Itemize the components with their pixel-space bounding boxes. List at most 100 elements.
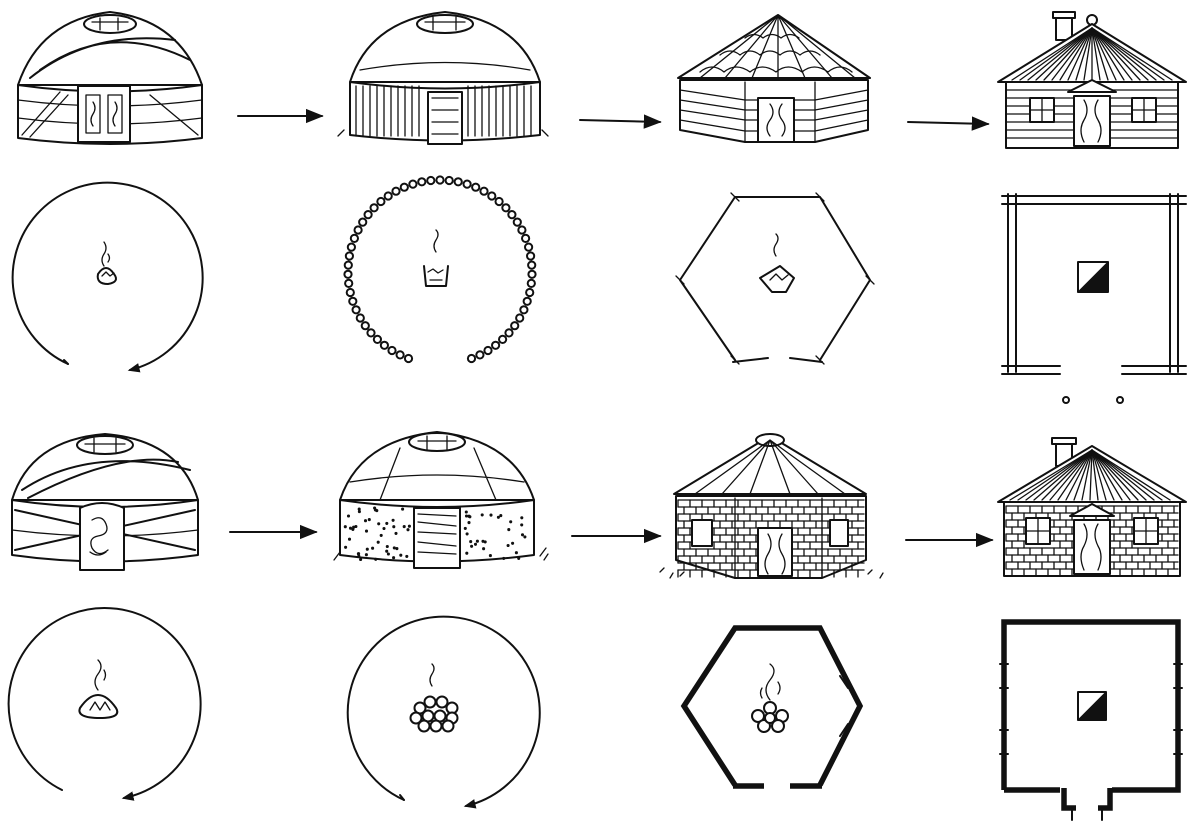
wall-bead [345, 262, 352, 269]
wall-bead [472, 184, 479, 191]
mud-texture [388, 553, 390, 555]
wall-bead [518, 226, 525, 233]
mud-texture [380, 535, 382, 537]
plan-circle-open-stone-hearth [348, 617, 540, 806]
mud-texture [355, 526, 357, 528]
wall-bead [499, 336, 506, 343]
mud-texture [358, 555, 360, 557]
wall-bead [365, 211, 372, 218]
mud-texture [477, 540, 479, 542]
wall-bead [345, 280, 352, 287]
mud-texture [358, 553, 360, 555]
hearth-stone [419, 721, 430, 732]
yurt-mud-wall-drawing [334, 432, 548, 568]
mud-texture [406, 556, 408, 558]
hearth-stone [425, 697, 436, 708]
mud-texture [522, 534, 524, 536]
hearth-stone [443, 721, 454, 732]
mud-texture [507, 545, 509, 547]
wall-bead [511, 322, 518, 329]
hearth-stone [437, 697, 448, 708]
wall-bead [348, 244, 355, 251]
mud-texture [375, 558, 377, 560]
mud-texture [353, 526, 355, 528]
wall-bead [528, 262, 535, 269]
mud-texture [516, 552, 518, 554]
hearth-stone [431, 721, 442, 732]
mud-texture [483, 548, 485, 550]
mud-texture [372, 547, 374, 549]
mud-texture [465, 511, 467, 513]
wall-bead [522, 235, 529, 242]
mud-texture [360, 559, 362, 561]
mud-texture [403, 526, 405, 528]
mud-texture [482, 540, 484, 542]
wall-bead [468, 355, 475, 362]
mud-texture [484, 541, 486, 543]
mud-texture [498, 516, 500, 518]
mud-texture [348, 515, 350, 517]
mud-texture [407, 529, 409, 531]
wall-bead [496, 198, 503, 205]
wall-bead [514, 219, 521, 226]
hexagonal-brick-house-drawing [660, 434, 883, 578]
plan-hexagon-log-open [676, 193, 874, 364]
wall-bead [367, 329, 374, 336]
plan-square-log [1002, 194, 1186, 403]
mud-texture [345, 546, 347, 548]
plan-circle-open [9, 608, 201, 798]
mud-texture [366, 548, 368, 550]
mud-texture [490, 514, 492, 516]
plan-circle-open [13, 183, 203, 370]
mud-texture [409, 525, 411, 527]
wall-bead [455, 178, 462, 185]
plan-circle-beaded-open [344, 176, 535, 362]
wall-bead [392, 188, 399, 195]
mud-texture [366, 530, 368, 532]
mud-texture [392, 519, 394, 521]
mud-texture [365, 520, 367, 522]
wall-bead [488, 192, 495, 199]
mud-texture [510, 521, 512, 523]
arrow-right-icon [908, 122, 988, 124]
mud-texture [378, 523, 380, 525]
mud-texture [466, 533, 468, 535]
wall-bead [357, 314, 364, 321]
wall-bead [351, 235, 358, 242]
wall-bead [355, 226, 362, 233]
arrow-right-icon [580, 120, 660, 122]
mud-texture [508, 529, 510, 531]
wall-bead [405, 355, 412, 362]
wall-bead [520, 306, 527, 313]
mud-texture [374, 507, 376, 509]
mud-texture [377, 541, 379, 543]
mud-texture [466, 515, 468, 517]
wall-bead [480, 188, 487, 195]
square-log-house-drawing [998, 12, 1186, 148]
mud-texture [368, 519, 370, 521]
yurt-felt-drawing [18, 12, 202, 144]
mud-texture [524, 536, 526, 538]
mud-texture [402, 508, 404, 510]
yurt-felt-ornamented-door-drawing [12, 434, 198, 570]
wall-bead [397, 351, 404, 358]
wall-bead [359, 219, 366, 226]
square-brick-house-drawing [998, 438, 1186, 576]
mud-texture [475, 543, 477, 545]
wall-bead [446, 177, 453, 184]
mud-texture [512, 542, 514, 544]
wall-bead [401, 184, 408, 191]
mud-texture [386, 546, 388, 548]
mud-texture [395, 533, 397, 535]
mud-texture [358, 508, 360, 510]
wall-bead [508, 211, 515, 218]
mud-texture [396, 548, 398, 550]
mud-texture [521, 524, 523, 526]
mud-texture [400, 554, 402, 556]
mud-texture [383, 528, 385, 530]
wall-bead [525, 244, 532, 251]
wall-bead [524, 298, 531, 305]
wall-bead [381, 342, 388, 349]
mud-texture [386, 550, 388, 552]
